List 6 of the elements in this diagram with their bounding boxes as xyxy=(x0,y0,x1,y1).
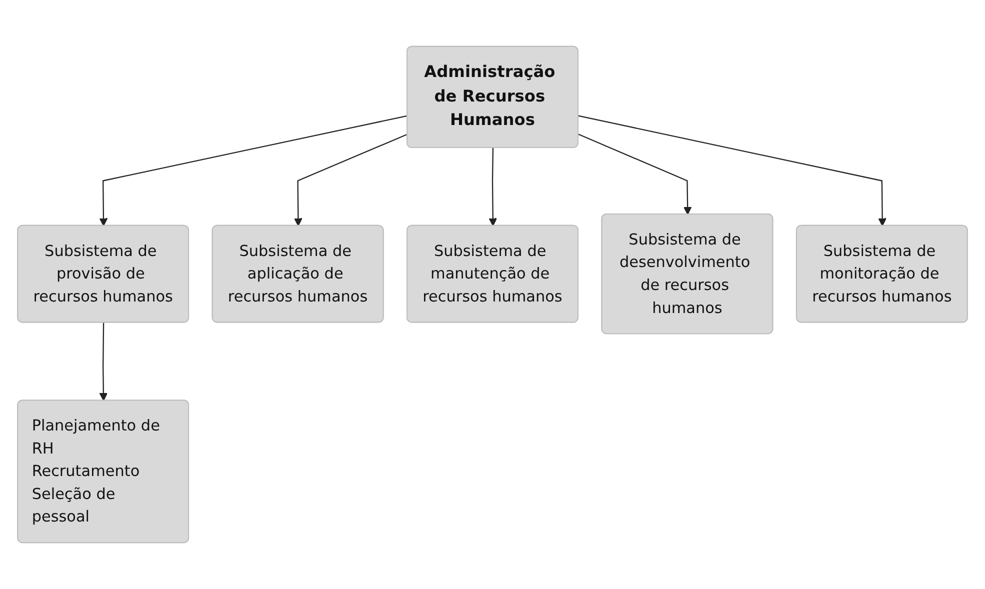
arrow xyxy=(578,134,692,215)
arrow xyxy=(99,115,408,226)
arrow xyxy=(99,322,108,402)
arrow xyxy=(578,115,886,226)
arrow xyxy=(294,134,408,226)
arrow xyxy=(488,148,498,226)
